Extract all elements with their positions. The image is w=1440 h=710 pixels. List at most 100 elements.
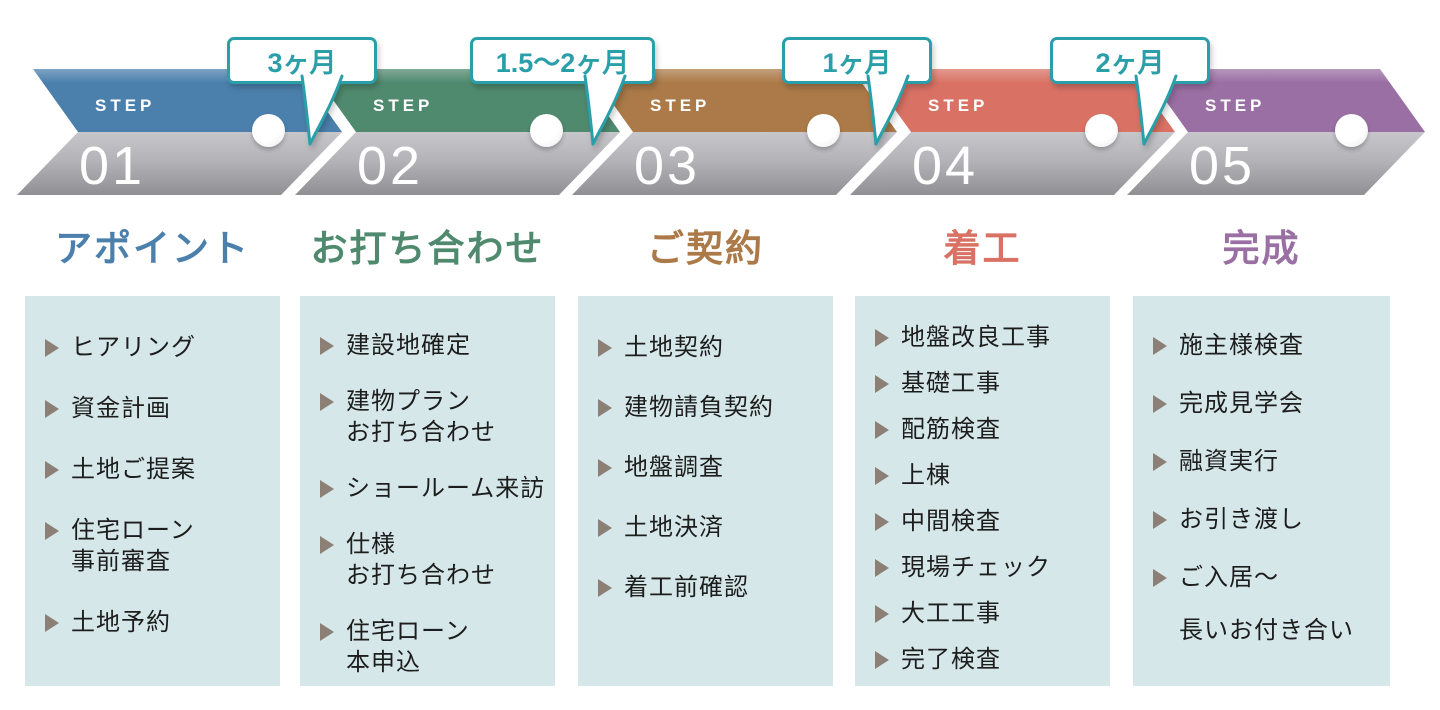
- step-gray-band: [17, 132, 342, 195]
- triangle-bullet-icon: [320, 623, 334, 641]
- duration-bubble: 1ヶ月: [782, 37, 932, 146]
- item-line: 土地ご提案: [71, 456, 196, 483]
- duration-label: 1ヶ月: [822, 48, 892, 78]
- list-item-text: 資金計画: [71, 393, 171, 424]
- triangle-bullet-icon: [45, 522, 59, 540]
- item-line: 住宅ローン: [346, 618, 470, 645]
- step-number: 05: [1189, 136, 1256, 196]
- step-number: 02: [357, 136, 424, 196]
- item-line: 土地決済: [624, 514, 724, 541]
- triangle-bullet-icon: [598, 459, 612, 477]
- duration-label: 3ヶ月: [267, 48, 337, 78]
- step-label: STEP: [650, 96, 711, 115]
- list-item-text: 上棟: [901, 460, 951, 491]
- step-label: STEP: [373, 96, 434, 115]
- triangle-bullet-icon: [45, 461, 59, 479]
- step-detail-card: 施主様検査 完成見学会 融資実行 お引き渡し ご入居〜長いお付き合い: [1133, 296, 1390, 686]
- item-line: 建設地確定: [346, 332, 471, 359]
- list-item-text: ご入居〜長いお付き合い: [1179, 562, 1354, 646]
- duration-bubble: 3ヶ月: [227, 37, 377, 146]
- milestone-dot-icon: [252, 114, 285, 147]
- duration-bubble: 1.5〜2ヶ月: [470, 37, 655, 146]
- list-item-text: 完成見学会: [1179, 388, 1304, 419]
- triangle-bullet-icon: [1153, 337, 1167, 355]
- list-item-text: 中間検査: [901, 506, 1001, 537]
- list-item-text: 融資実行: [1179, 446, 1279, 477]
- milestone-dot-icon: [807, 114, 840, 147]
- list-item-text: 土地決済: [624, 512, 724, 543]
- step-detail-card: 建設地確定 建物プランお打ち合わせ ショールーム来訪 仕様お打ち合わせ 住宅ロー…: [300, 296, 555, 686]
- list-item: 土地予約: [45, 607, 272, 638]
- triangle-bullet-icon: [875, 651, 889, 669]
- triangle-bullet-icon: [45, 400, 59, 418]
- list-item: 現場チェック: [875, 552, 1102, 583]
- triangle-bullet-icon: [875, 467, 889, 485]
- item-line: 基礎工事: [901, 370, 1001, 397]
- duration-bubble: 2ヶ月: [1050, 37, 1210, 146]
- step-detail-card: 地盤改良工事 基礎工事 配筋検査 上棟 中間検査 現場チェック 大工工事 完了検…: [855, 296, 1110, 686]
- list-item-text: 建物請負契約: [624, 392, 774, 423]
- list-item-text: 建物プランお打ち合わせ: [346, 386, 496, 448]
- triangle-bullet-icon: [320, 536, 334, 554]
- item-line: 土地契約: [624, 334, 724, 361]
- item-line: ヒアリング: [71, 334, 196, 361]
- item-line: 配筋検査: [901, 416, 1001, 443]
- item-line: ご入居〜: [1179, 564, 1279, 591]
- item-line: 着工前確認: [624, 574, 749, 601]
- triangle-bullet-icon: [875, 513, 889, 531]
- list-item: 住宅ローン本申込: [320, 616, 547, 678]
- triangle-bullet-icon: [875, 329, 889, 347]
- list-item: 資金計画: [45, 393, 272, 424]
- list-item: 配筋検査: [875, 414, 1102, 445]
- list-item-text: お引き渡し: [1179, 504, 1304, 535]
- item-line: 資金計画: [71, 395, 171, 422]
- milestone-dot-icon: [1335, 114, 1368, 147]
- list-item-text: 完了検査: [901, 644, 1001, 675]
- step-number: 04: [912, 136, 979, 196]
- triangle-bullet-icon: [598, 399, 612, 417]
- triangle-bullet-icon: [1153, 395, 1167, 413]
- item-line: お打ち合わせ: [346, 562, 496, 589]
- item-line: 融資実行: [1179, 448, 1279, 475]
- triangle-bullet-icon: [45, 614, 59, 632]
- list-item-text: ヒアリング: [71, 332, 196, 363]
- list-item-text: 住宅ローン事前審査: [71, 515, 195, 577]
- item-line: 本申込: [346, 649, 421, 676]
- item-line: 大工工事: [901, 600, 1001, 627]
- step-title: アポイント: [55, 228, 250, 269]
- list-item-text: 大工工事: [901, 598, 1001, 629]
- item-line: 地盤調査: [624, 454, 724, 481]
- list-item-text: 施主様検査: [1179, 330, 1304, 361]
- list-item: 土地決済: [598, 512, 825, 543]
- step-title: 完成: [1222, 228, 1301, 269]
- triangle-bullet-icon: [598, 579, 612, 597]
- list-item: 基礎工事: [875, 368, 1102, 399]
- item-line: 建物請負契約: [624, 394, 774, 421]
- list-item: ショールーム来訪: [320, 473, 547, 504]
- list-item: 建設地確定: [320, 330, 547, 361]
- list-item: 地盤調査: [598, 452, 825, 483]
- list-item-text: 土地ご提案: [71, 454, 196, 485]
- step-label: STEP: [95, 96, 156, 115]
- triangle-bullet-icon: [1153, 453, 1167, 471]
- milestone-dot-icon: [530, 114, 563, 147]
- triangle-bullet-icon: [598, 519, 612, 537]
- list-item-text: 地盤改良工事: [901, 322, 1051, 353]
- triangle-bullet-icon: [875, 559, 889, 577]
- item-line: 長いお付き合い: [1179, 617, 1354, 644]
- bubble-tail-icon: [1134, 74, 1178, 146]
- duration-label: 2ヶ月: [1095, 48, 1165, 78]
- step-title: お打ち合わせ: [310, 228, 545, 269]
- list-item-text: 土地契約: [624, 332, 724, 363]
- step-number: 03: [634, 136, 701, 196]
- list-item: 建物請負契約: [598, 392, 825, 423]
- list-item: 大工工事: [875, 598, 1102, 629]
- step-banner-01: STEP 01: [17, 69, 342, 195]
- item-line: 施主様検査: [1179, 332, 1304, 359]
- list-item: 住宅ローン事前審査: [45, 515, 272, 577]
- item-line: 建物プラン: [346, 388, 471, 415]
- triangle-bullet-icon: [1153, 569, 1167, 587]
- triangle-bullet-icon: [1153, 511, 1167, 529]
- triangle-bullet-icon: [875, 375, 889, 393]
